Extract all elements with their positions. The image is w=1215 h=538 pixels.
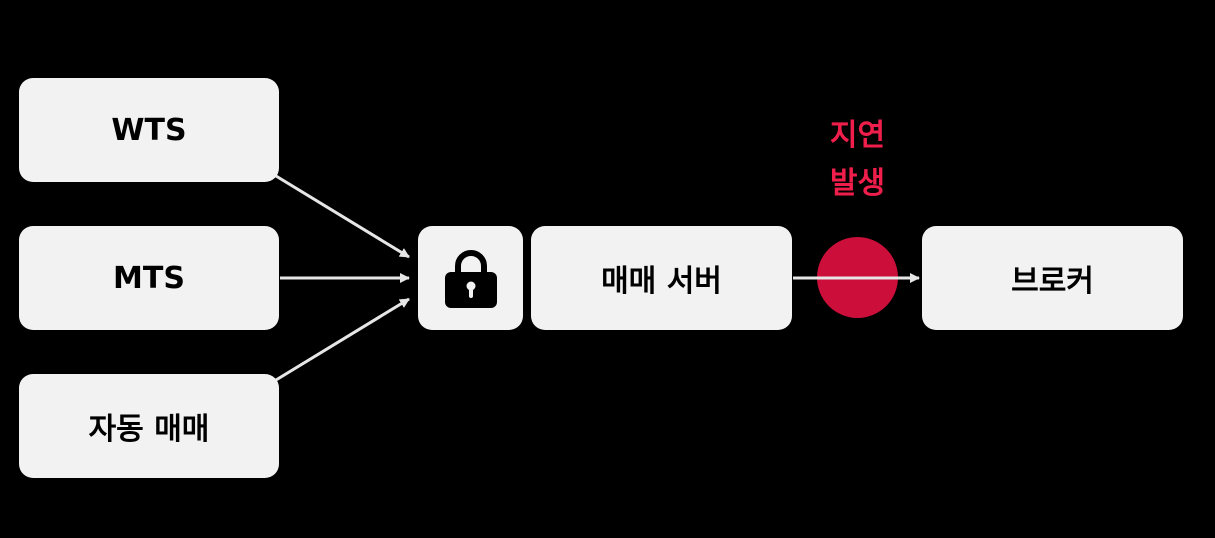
broker: 브로커 [922, 226, 1183, 330]
source-mts: MTS [19, 226, 279, 330]
source-auto-trading: 자동 매매 [19, 374, 279, 478]
trading-server-label: 매매 서버 [601, 264, 722, 299]
source-wts-label: WTS [111, 112, 187, 148]
delay-label: 지연 발생 [829, 118, 886, 201]
trading-server: 매매 서버 [531, 226, 792, 330]
arrow-auto-to-lock [275, 297, 410, 382]
source-auto-trading-label: 자동 매매 [88, 412, 210, 447]
arrow-wts-to-lock [275, 174, 410, 259]
broker-label: 브로커 [1011, 264, 1094, 299]
source-mts-label: MTS [113, 260, 185, 296]
source-wts: WTS [19, 78, 279, 182]
lock-node [418, 226, 523, 330]
lock-icon [444, 250, 497, 308]
